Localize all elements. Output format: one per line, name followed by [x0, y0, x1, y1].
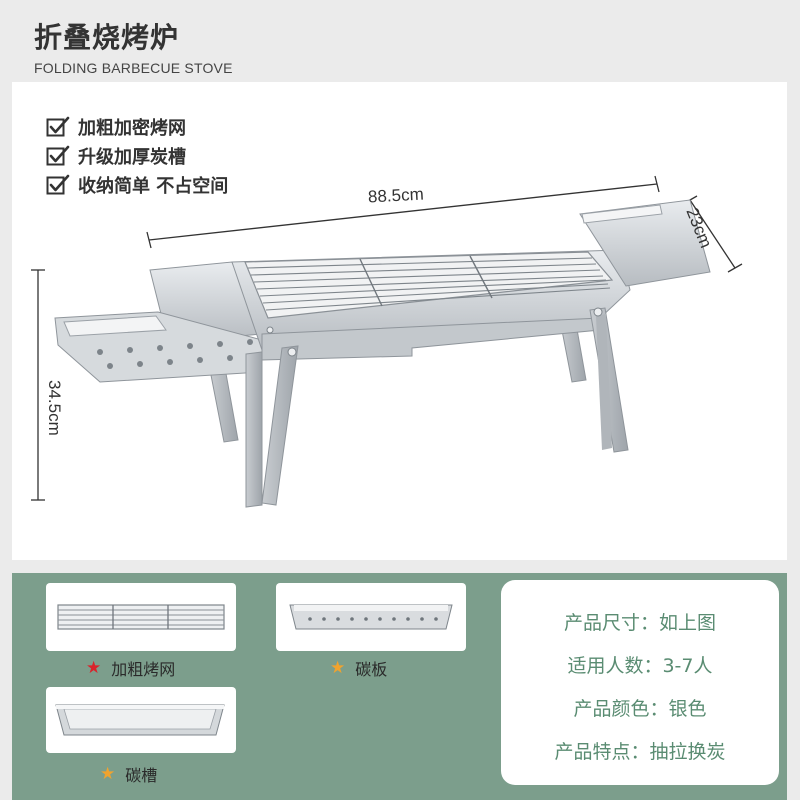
feature-text: 加粗加密烤网	[78, 117, 186, 139]
accessory-card-trough	[46, 687, 236, 753]
accessory-label-plate: ★ 碳板	[330, 656, 387, 680]
accessory-name: 碳板	[355, 660, 388, 679]
feature-item: 加粗加密烤网	[46, 112, 228, 141]
spec-people: 适用人数：3-7人	[567, 655, 713, 677]
feature-list: 加粗加密烤网 升级加厚炭槽 收纳简单 不占空间	[46, 112, 228, 199]
spec-size: 产品尺寸：如上图	[563, 612, 716, 634]
height-dimension-label: 34.5cm	[45, 380, 64, 436]
feature-item: 升级加厚炭槽	[46, 141, 228, 170]
page-subtitle: FOLDING BARBECUE STOVE	[34, 60, 233, 76]
checkbox-checked-icon	[46, 145, 70, 165]
charcoal-plate-image	[289, 604, 453, 630]
accessory-card-plate	[276, 583, 466, 651]
stove-drawing	[54, 199, 711, 508]
page-title: 折叠烧烤炉	[34, 21, 180, 54]
accessory-card-grill	[46, 583, 236, 651]
star-icon: ★	[100, 764, 116, 784]
checkbox-checked-icon	[46, 116, 70, 136]
feature-text: 收纳简单 不占空间	[78, 175, 229, 197]
grill-mesh-image	[57, 604, 225, 630]
star-icon: ★	[86, 658, 102, 678]
checkbox-checked-icon	[46, 174, 70, 194]
feature-item: 收纳简单 不占空间	[46, 170, 228, 199]
charcoal-trough-image	[55, 704, 225, 736]
accessory-name: 加粗烤网	[111, 660, 176, 679]
width-dimension-label: 88.5cm	[367, 184, 425, 207]
spec-box: 产品尺寸：如上图 适用人数：3-7人 产品颜色：银色 产品特点：抽拉换炭	[501, 580, 779, 785]
width-dimension-line	[146, 175, 660, 249]
star-icon: ★	[330, 658, 346, 678]
accessory-label-grill: ★ 加粗烤网	[86, 656, 175, 680]
height-dimension-line	[31, 269, 45, 501]
accessory-name: 碳槽	[125, 766, 158, 785]
spec-color: 产品颜色：银色	[573, 698, 707, 720]
accessory-label-trough: ★ 碳槽	[100, 762, 157, 786]
spec-feature: 产品特点：抽拉换炭	[554, 741, 726, 763]
feature-text: 升级加厚炭槽	[78, 146, 186, 168]
